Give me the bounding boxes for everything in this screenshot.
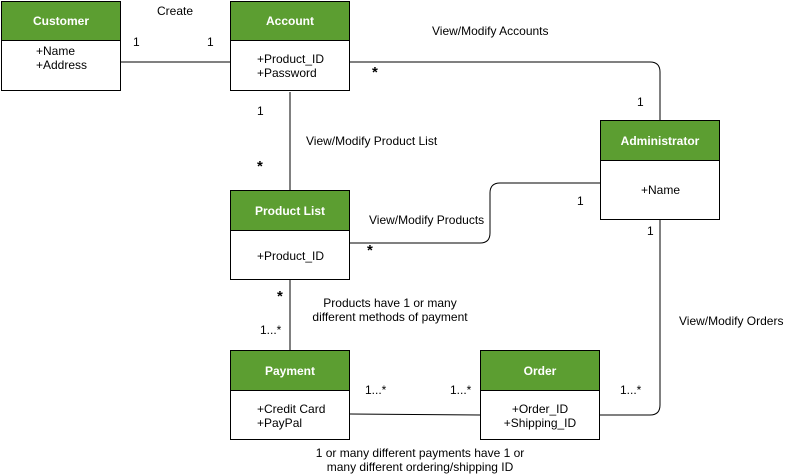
relation-label-products-payment: Products have 1 or many different method… xyxy=(300,296,480,324)
relation-label-view-modify-orders: View/Modify Orders xyxy=(679,314,784,328)
attribute: +Credit Card xyxy=(257,402,326,416)
class-order-name: Order xyxy=(523,364,557,378)
class-administrator-header: Administrator xyxy=(600,120,720,161)
attribute: +Name xyxy=(36,44,76,58)
attribute: +Name xyxy=(641,183,681,197)
class-administrator[interactable]: Administrator +Name xyxy=(600,120,720,220)
class-payment-name: Payment xyxy=(264,364,316,378)
relation-label-create: Create xyxy=(157,4,194,18)
relation-label-line: different methods of payment xyxy=(312,310,468,324)
multiplicity: * xyxy=(367,242,373,259)
class-account-name: Account xyxy=(266,14,314,28)
class-customer-header: Customer xyxy=(1,1,121,41)
class-order[interactable]: Order +Order_ID +Shipping_ID xyxy=(480,350,600,440)
class-payment-header: Payment xyxy=(230,350,350,391)
multiplicity: 1 xyxy=(133,35,140,49)
multiplicity: 1 xyxy=(637,95,644,109)
class-product-list-name: Product List xyxy=(254,204,325,218)
class-customer[interactable]: Customer +Name +Address xyxy=(1,1,121,91)
class-product-list[interactable]: Product List +Product_ID xyxy=(230,190,350,280)
class-account[interactable]: Account +Product_ID +Password xyxy=(230,1,350,91)
connector-productlist-administrator xyxy=(350,182,600,244)
class-product-list-header: Product List xyxy=(230,190,350,231)
attribute: +Address xyxy=(36,58,88,72)
class-account-header: Account xyxy=(230,1,350,41)
relation-label-line: Products have 1 or many xyxy=(323,296,457,310)
multiplicity: 1...* xyxy=(450,383,472,397)
attribute: +PayPal xyxy=(257,416,303,430)
relation-label-line: 1 or many different payments have 1 or xyxy=(315,446,525,460)
relation-label-line: many different ordering/shipping ID xyxy=(326,460,514,474)
connector-payment-order xyxy=(349,413,481,416)
class-order-header: Order xyxy=(480,350,600,391)
multiplicity: * xyxy=(257,158,263,175)
multiplicity: 1 xyxy=(647,224,654,238)
multiplicity: 1 xyxy=(577,194,584,208)
class-administrator-name: Administrator xyxy=(620,134,700,148)
multiplicity: 1...* xyxy=(260,323,282,337)
class-customer-name: Customer xyxy=(32,14,89,28)
attribute: +Order_ID xyxy=(511,402,569,416)
multiplicity: * xyxy=(372,64,378,81)
multiplicity: 1 xyxy=(207,35,214,49)
relation-label-payment-order: 1 or many different payments have 1 or m… xyxy=(300,446,540,474)
multiplicity: 1...* xyxy=(620,383,642,397)
relation-label-view-modify-product-list: View/Modify Product List xyxy=(306,134,438,148)
attribute: +Product_ID xyxy=(257,249,325,263)
multiplicity: 1 xyxy=(257,104,264,118)
attribute: +Shipping_ID xyxy=(503,416,577,430)
class-payment[interactable]: Payment +Credit Card +PayPal xyxy=(230,350,350,440)
multiplicity: 1...* xyxy=(365,383,387,397)
relation-label-view-modify-accounts: View/Modify Accounts xyxy=(432,24,549,38)
attribute: +Product_ID xyxy=(257,52,325,66)
connector-administrator-order xyxy=(600,220,661,416)
multiplicity: * xyxy=(277,288,283,305)
attribute: +Password xyxy=(257,66,317,80)
relation-label-view-modify-products: View/Modify Products xyxy=(369,213,485,227)
connector-account-administrator xyxy=(350,61,661,120)
